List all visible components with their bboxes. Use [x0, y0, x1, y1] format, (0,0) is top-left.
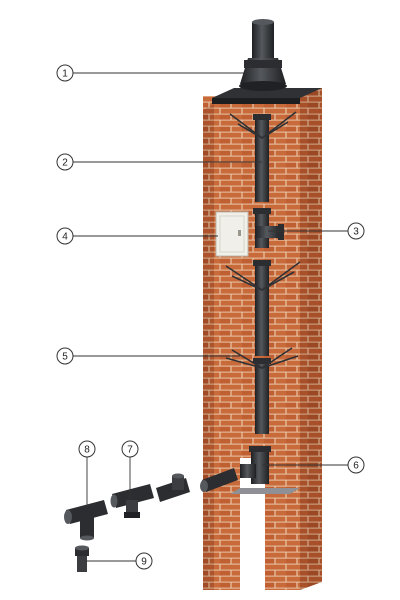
- callout-2: 2: [56, 153, 74, 171]
- svg-text:8: 8: [84, 445, 90, 456]
- callout-1: 1: [56, 64, 74, 82]
- horizontal-connector-pipe: [200, 468, 238, 492]
- callout-leaders: [73, 72, 348, 562]
- svg-text:1: 1: [62, 69, 68, 80]
- callout-5: 5: [56, 347, 74, 365]
- callout-circles: 1 2 3 4 5 6 7 8: [56, 64, 365, 570]
- flue-terminal-cap: [239, 19, 287, 91]
- callout-9: 9: [135, 552, 153, 570]
- callout-3: 3: [347, 222, 365, 240]
- inspection-door: [215, 211, 249, 257]
- inspection-tee: [255, 224, 284, 240]
- callout-7: 7: [121, 440, 139, 458]
- svg-text:7: 7: [127, 445, 133, 456]
- svg-text:5: 5: [62, 352, 68, 363]
- base-tee-assembly: [230, 446, 300, 494]
- support-brackets: [225, 111, 301, 369]
- chimney-top-plate: [212, 88, 322, 104]
- callout-4: 4: [56, 227, 74, 245]
- callout-8: 8: [78, 440, 96, 458]
- chimney-wall-front: [203, 96, 300, 590]
- chimney-wall-right: [300, 88, 322, 590]
- component-9-end-cap: [75, 545, 89, 572]
- svg-text:9: 9: [141, 557, 147, 568]
- svg-text:6: 6: [353, 461, 359, 472]
- component-8-tee: [64, 500, 108, 541]
- svg-text:4: 4: [62, 232, 68, 243]
- svg-text:3: 3: [353, 227, 359, 238]
- loose-tee-fitting: [156, 473, 190, 502]
- callout-6: 6: [347, 456, 365, 474]
- component-7-drain-tee: [110, 484, 154, 518]
- chimney-wall-left-lower: [203, 104, 214, 590]
- svg-text:2: 2: [62, 158, 68, 169]
